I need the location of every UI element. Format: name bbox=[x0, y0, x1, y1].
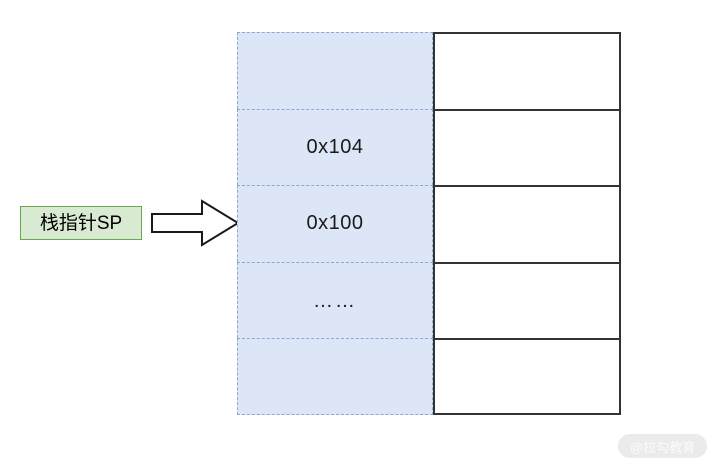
table-row: 0x104 bbox=[237, 108, 621, 186]
address-cell: 0x104 bbox=[237, 108, 433, 186]
memory-table: 0x104 0x100 …… bbox=[237, 32, 621, 415]
stack-pointer-label-text: 栈指针SP bbox=[39, 212, 123, 234]
value-cell bbox=[433, 261, 621, 339]
value-cell bbox=[433, 32, 621, 109]
value-cell bbox=[433, 338, 621, 415]
table-row: …… bbox=[237, 261, 621, 339]
right-block-arrow-icon bbox=[150, 198, 240, 248]
value-cell bbox=[433, 185, 621, 262]
address-cell bbox=[237, 338, 433, 415]
table-row: 0x100 bbox=[237, 185, 621, 262]
table-row bbox=[237, 338, 621, 415]
watermark-text: @拉勾教育 bbox=[630, 439, 696, 455]
value-cell bbox=[433, 108, 621, 186]
address-cell-ellipsis: …… bbox=[237, 261, 433, 339]
ellipsis-text: …… bbox=[313, 289, 357, 312]
address-cell: 0x100 bbox=[237, 185, 433, 262]
stack-pointer-label-box: 栈指针SP bbox=[20, 206, 142, 240]
address-cell bbox=[237, 32, 433, 109]
table-row bbox=[237, 32, 621, 109]
watermark: @拉勾教育 bbox=[618, 434, 708, 458]
